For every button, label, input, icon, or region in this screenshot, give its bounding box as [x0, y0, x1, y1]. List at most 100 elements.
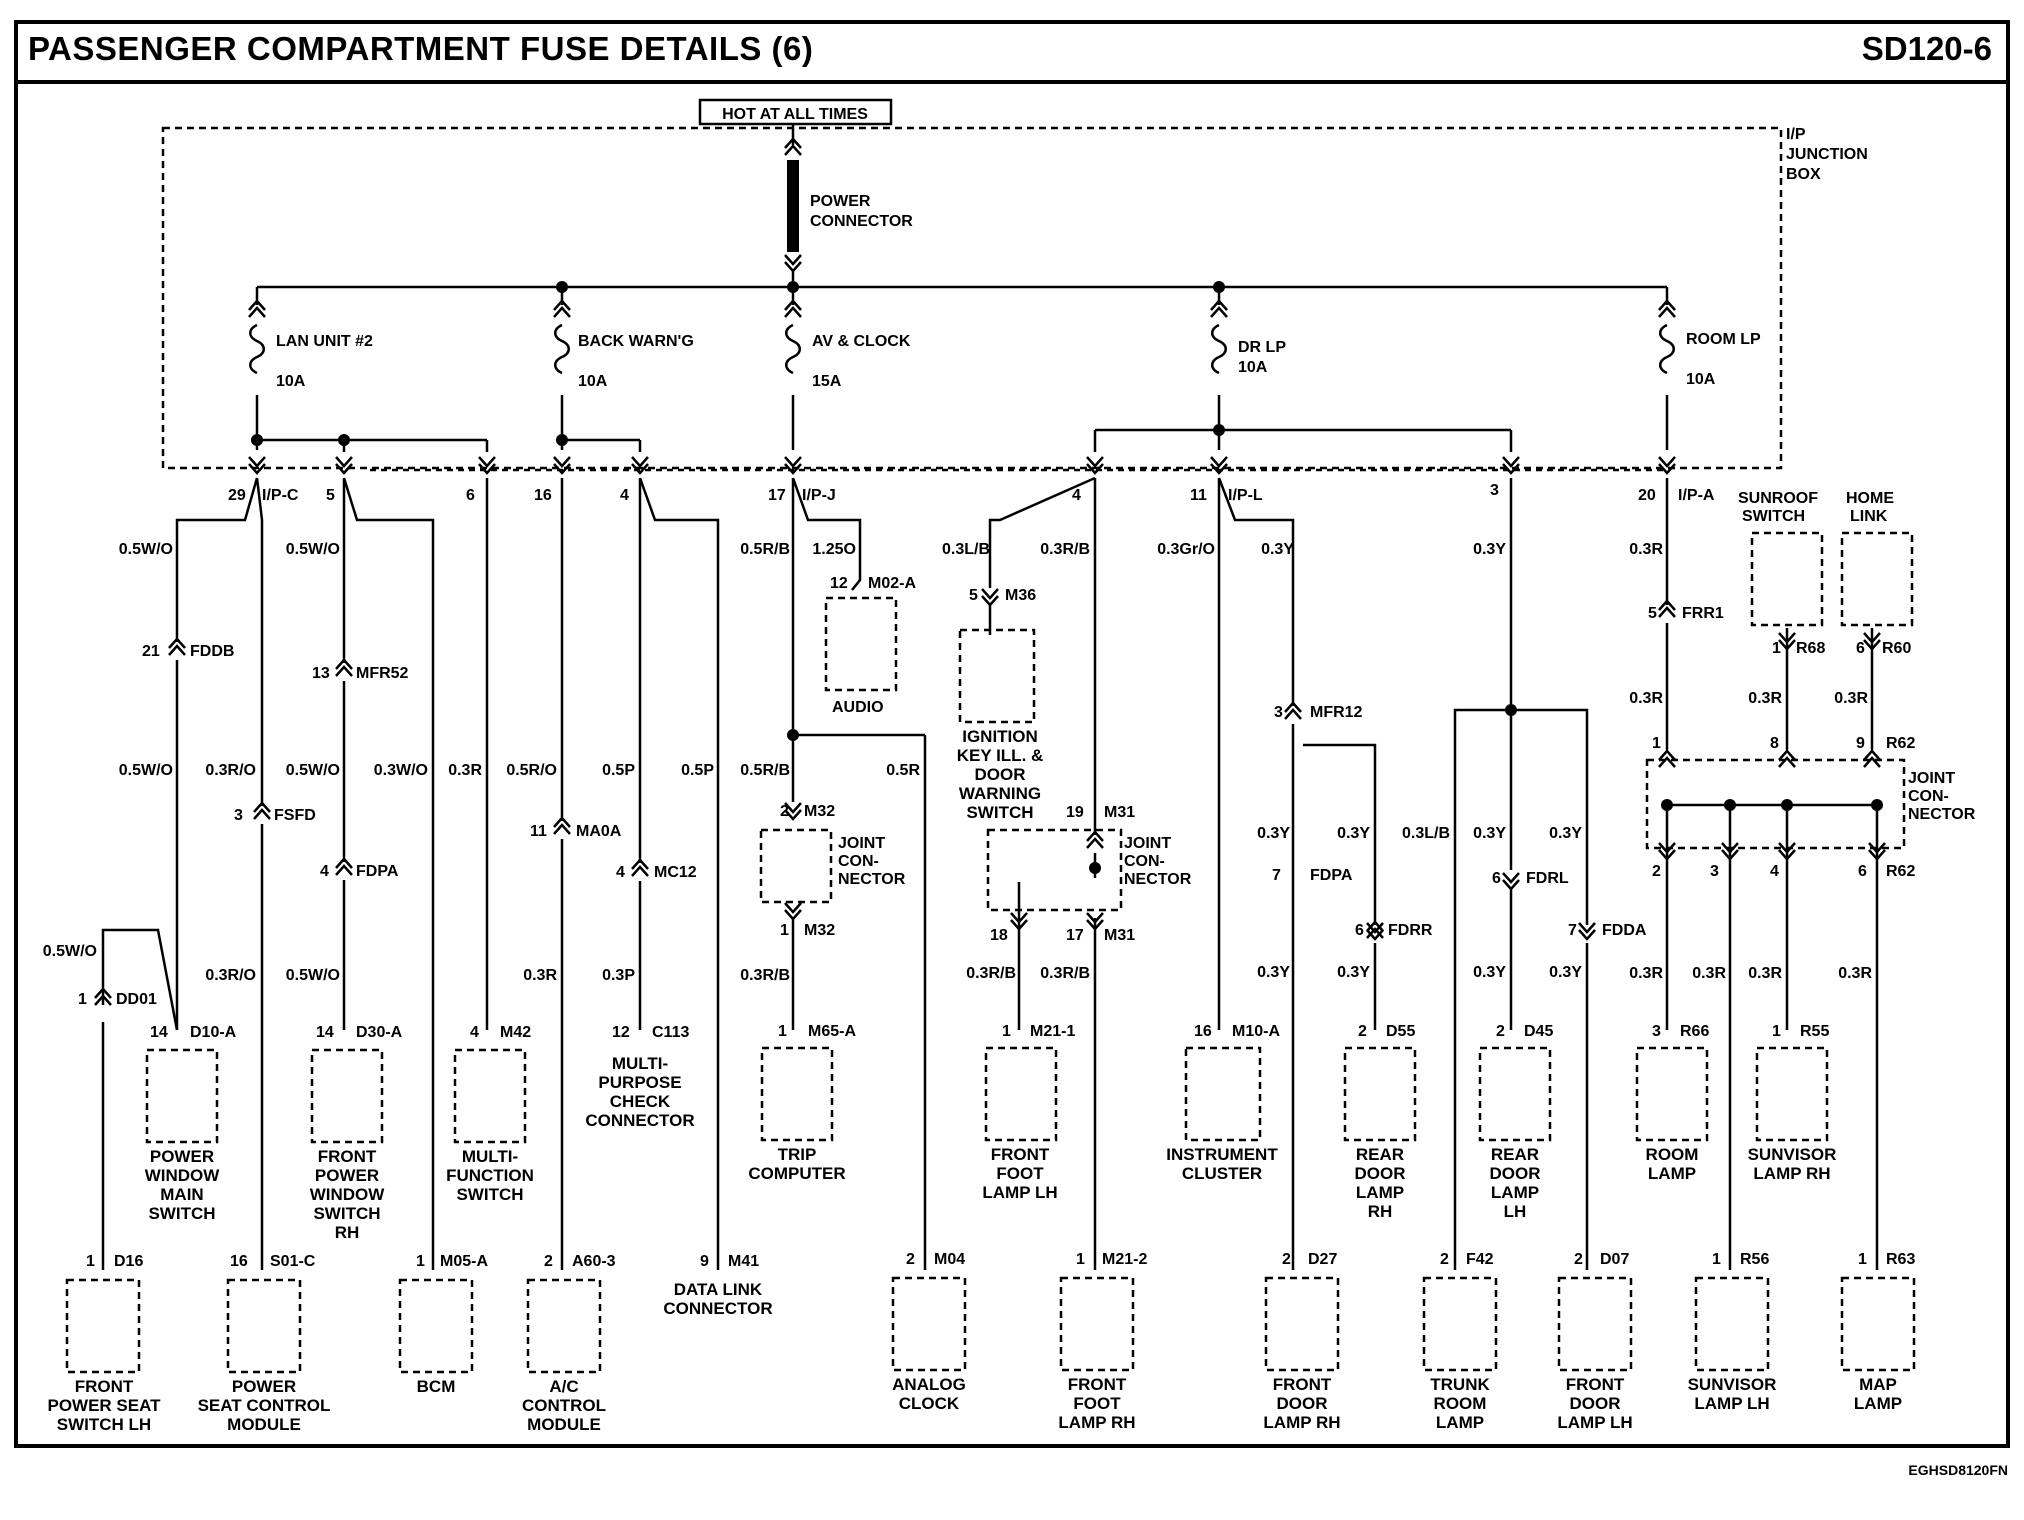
- svg-text:ANALOG: ANALOG: [892, 1375, 966, 1394]
- svg-text:0.3Y: 0.3Y: [1549, 964, 1582, 981]
- fuse-lan-unit-rating: 10A: [276, 373, 306, 390]
- svg-text:R62: R62: [1886, 735, 1915, 752]
- svg-text:ROOM: ROOM: [1646, 1145, 1699, 1164]
- svg-text:0.3Y: 0.3Y: [1473, 541, 1506, 558]
- svg-text:NECTOR: NECTOR: [838, 871, 906, 888]
- svg-text:MODULE: MODULE: [527, 1415, 601, 1434]
- svg-text:12: 12: [612, 1024, 630, 1041]
- svg-text:POWER: POWER: [315, 1166, 379, 1185]
- svg-text:M02-A: M02-A: [868, 575, 916, 592]
- svg-text:IGNITION: IGNITION: [962, 727, 1038, 746]
- svg-text:2: 2: [1574, 1251, 1583, 1268]
- svg-text:KEY ILL. &: KEY ILL. &: [957, 746, 1044, 765]
- svg-text:M31: M31: [1104, 804, 1135, 821]
- svg-text:0.5R/O: 0.5R/O: [506, 762, 557, 779]
- svg-text:M32: M32: [804, 803, 835, 820]
- svg-text:9: 9: [700, 1253, 709, 1270]
- svg-text:0.3R/O: 0.3R/O: [205, 967, 256, 984]
- page-title: PASSENGER COMPARTMENT FUSE DETAILS (6): [28, 30, 814, 67]
- svg-text:0.5W/O: 0.5W/O: [119, 762, 173, 779]
- svg-text:0.3Gr/O: 0.3Gr/O: [1157, 541, 1215, 558]
- svg-text:0.3R: 0.3R: [523, 967, 557, 984]
- hot-at-all-times-box: [698, 98, 893, 126]
- header-labels: POWER CONNECTOR I/P JUNCTION BOX: [810, 126, 1868, 230]
- svg-text:LAMP RH: LAMP RH: [1263, 1413, 1340, 1432]
- svg-text:0.3Y: 0.3Y: [1261, 541, 1294, 558]
- svg-text:INSTRUMENT: INSTRUMENT: [1166, 1145, 1278, 1164]
- svg-text:4: 4: [470, 1024, 479, 1041]
- svg-text:MC12: MC12: [654, 864, 697, 881]
- svg-text:DOOR: DOOR: [1355, 1164, 1406, 1183]
- svg-text:MFR52: MFR52: [356, 665, 409, 682]
- svg-text:CLOCK: CLOCK: [899, 1394, 960, 1413]
- svg-text:1: 1: [1712, 1251, 1721, 1268]
- svg-text:2: 2: [1358, 1023, 1367, 1040]
- ip-junction-box-label: I/P: [1786, 126, 1806, 143]
- svg-text:I/P-A: I/P-A: [1678, 487, 1715, 504]
- svg-text:COMPUTER: COMPUTER: [748, 1164, 845, 1183]
- svg-text:D45: D45: [1524, 1023, 1553, 1040]
- svg-text:0.3R/B: 0.3R/B: [1040, 541, 1090, 558]
- svg-text:SEAT CONTROL: SEAT CONTROL: [198, 1396, 331, 1415]
- svg-text:SWITCH LH: SWITCH LH: [57, 1415, 151, 1434]
- fuse-symbols: [249, 323, 1675, 375]
- svg-text:3: 3: [234, 807, 243, 824]
- svg-text:17: 17: [1066, 927, 1084, 944]
- svg-text:6: 6: [466, 487, 475, 504]
- svg-text:MFR12: MFR12: [1310, 704, 1363, 721]
- svg-text:5: 5: [326, 487, 335, 504]
- svg-text:SWITCH: SWITCH: [456, 1185, 523, 1204]
- svg-text:MODULE: MODULE: [227, 1415, 301, 1434]
- hot-at-all-times-label: HOT AT ALL TIMES: [722, 106, 868, 123]
- bottom-component-pins: 1 D16 16 S01-C 1 M05-A 2 A60-3 9 M41 2 M…: [86, 1251, 1915, 1270]
- fuse-back-warn-label: BACK WARN'G: [578, 333, 694, 350]
- svg-text:LAMP: LAMP: [1491, 1183, 1539, 1202]
- svg-text:0.3R/O: 0.3R/O: [205, 762, 256, 779]
- svg-text:SWITCH: SWITCH: [966, 803, 1033, 822]
- svg-text:R55: R55: [1800, 1023, 1829, 1040]
- svg-text:CON-: CON-: [1908, 788, 1949, 805]
- svg-text:M36: M36: [1005, 587, 1036, 604]
- svg-text:C113: C113: [652, 1024, 689, 1041]
- fuse-labels: LAN UNIT #2 10A BACK WARN'G 10A AV & CLO…: [276, 331, 1761, 390]
- svg-text:6: 6: [1355, 922, 1364, 939]
- svg-text:0.3R/B: 0.3R/B: [1040, 965, 1090, 982]
- svg-text:16: 16: [230, 1253, 248, 1270]
- svg-text:FDDB: FDDB: [190, 643, 234, 660]
- svg-text:4: 4: [1770, 863, 1779, 880]
- svg-text:R63: R63: [1886, 1251, 1915, 1268]
- joint-connector-label-1: JOINT: [838, 835, 885, 852]
- svg-text:0.3Y: 0.3Y: [1337, 825, 1370, 842]
- joint-connector-labels: JOINT CON- NECTOR JOINT CON- NECTOR JOIN…: [832, 490, 1976, 888]
- svg-text:SUNVISOR: SUNVISOR: [1688, 1375, 1777, 1394]
- svg-text:R60: R60: [1882, 640, 1911, 657]
- svg-text:0.5W/O: 0.5W/O: [286, 541, 340, 558]
- svg-text:1.25O: 1.25O: [812, 541, 856, 558]
- fuse-room-lp-rating: 10A: [1686, 371, 1716, 388]
- svg-text:0.5R/B: 0.5R/B: [740, 541, 790, 558]
- svg-text:PURPOSE: PURPOSE: [598, 1073, 681, 1092]
- svg-text:0.3P: 0.3P: [602, 967, 635, 984]
- svg-text:0.3Y: 0.3Y: [1257, 964, 1290, 981]
- svg-text:TRIP: TRIP: [778, 1145, 817, 1164]
- svg-text:CONNECTOR: CONNECTOR: [663, 1299, 772, 1318]
- svg-text:DATA LINK: DATA LINK: [674, 1280, 763, 1299]
- svg-text:0.3R: 0.3R: [1834, 690, 1868, 707]
- svg-text:16: 16: [1194, 1023, 1212, 1040]
- svg-text:POWER: POWER: [232, 1377, 296, 1396]
- svg-text:MULTI-: MULTI-: [612, 1054, 668, 1073]
- svg-text:0.3R: 0.3R: [448, 762, 482, 779]
- svg-text:0.5W/O: 0.5W/O: [43, 943, 97, 960]
- svg-text:0.3R/B: 0.3R/B: [740, 967, 790, 984]
